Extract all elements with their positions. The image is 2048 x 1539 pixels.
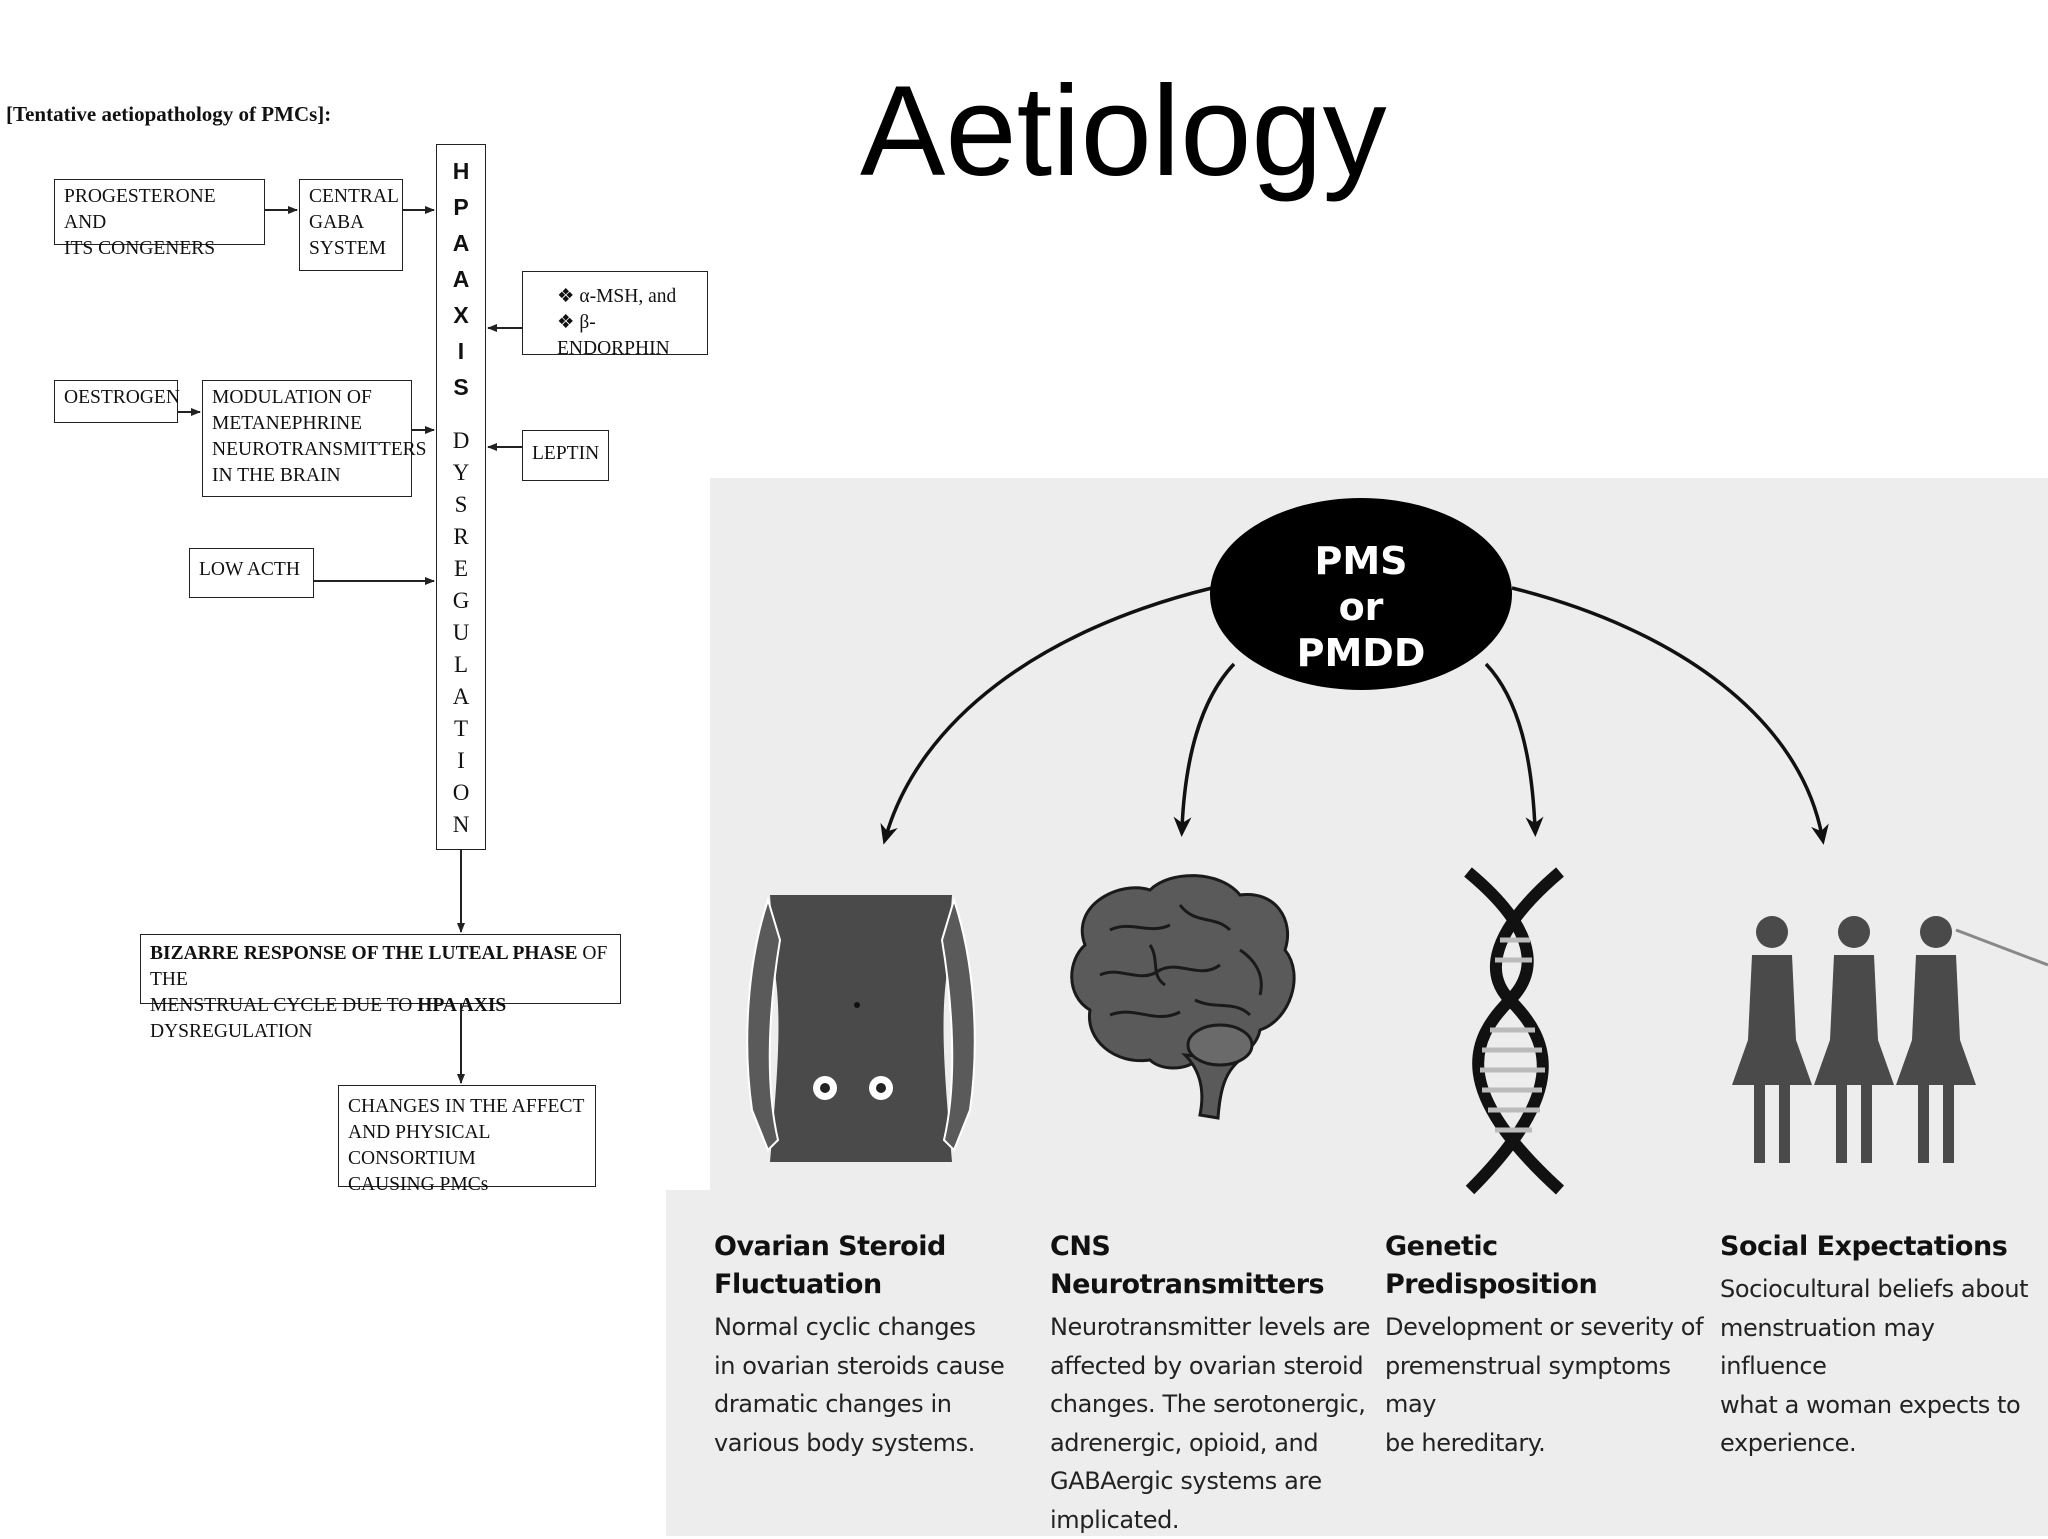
low-acth-box: LOW ACTH: [189, 548, 314, 598]
category-desc-line: Normal cyclic changes: [714, 1308, 1034, 1347]
category-desc-line: various body systems.: [714, 1424, 1034, 1463]
category-title: Social Expectations: [1720, 1228, 2040, 1266]
bizarre-bold-1: BIZARRE RESPONSE OF THE LUTEAL PHASE: [150, 943, 578, 964]
category-genetic-predisposition: Genetic Predisposition Development or se…: [1385, 1228, 1715, 1462]
category-description: Development or severity of premenstrual …: [1385, 1308, 1715, 1462]
oestrogen-box: OESTROGEN: [54, 380, 178, 423]
hpa-letter: I: [437, 333, 485, 369]
bizarre-text-3: DYSREGULATION: [150, 1021, 313, 1042]
hpa-letter: P: [437, 189, 485, 225]
slide-title: Aetiology: [860, 62, 1387, 202]
category-title: CNS Neurotransmitters: [1050, 1228, 1380, 1304]
hpa-axis-label: H P A A X I S: [437, 153, 485, 405]
category-social-expectations: Social Expectations Sociocultural belief…: [1720, 1228, 2040, 1463]
category-desc-line: what a woman expects to: [1720, 1386, 2040, 1425]
category-title-line: Social Expectations: [1720, 1228, 2040, 1266]
category-desc-line: in ovarian steroids cause: [714, 1347, 1034, 1386]
hpa-letter: H: [437, 153, 485, 189]
hpa-letter: A: [437, 681, 485, 713]
category-desc-line: premenstrual symptoms may: [1385, 1347, 1715, 1424]
bizarre-text-2: MENSTRUAL CYCLE DUE TO: [150, 995, 417, 1016]
hpa-letter: S: [437, 489, 485, 521]
hpa-letter: O: [437, 777, 485, 809]
pmdd-label: PMDD: [1210, 630, 1512, 676]
hpa-letter: A: [437, 225, 485, 261]
category-description: Normal cyclic changes in ovarian steroid…: [714, 1308, 1034, 1462]
hpa-letter: D: [437, 425, 485, 457]
hpa-letter: Y: [437, 457, 485, 489]
hpa-letter: T: [437, 713, 485, 745]
category-desc-line: implicated.: [1050, 1501, 1380, 1539]
category-desc-line: Sociocultural beliefs about: [1720, 1270, 2040, 1309]
hpa-letter: E: [437, 553, 485, 585]
category-cns-neurotransmitters: CNS Neurotransmitters Neurotransmitter l…: [1050, 1228, 1380, 1539]
hpa-letter: S: [437, 369, 485, 405]
hpa-axis-dysregulation-box: H P A A X I S D Y S R E G U L A T I O N: [436, 144, 486, 850]
pms-label: PMS: [1210, 538, 1512, 584]
hpa-letter: U: [437, 617, 485, 649]
hpa-letter: N: [437, 809, 485, 841]
hpa-letter: I: [437, 745, 485, 777]
category-desc-line: adrenergic, opioid, and: [1050, 1424, 1380, 1463]
progesterone-box: PROGESTERONE AND ITS CONGENERS: [54, 179, 265, 245]
category-title-line: Fluctuation: [714, 1266, 1034, 1304]
category-desc-line: Neurotransmitter levels are: [1050, 1308, 1380, 1347]
category-ovarian-steroid: Ovarian Steroid Fluctuation Normal cycli…: [714, 1228, 1034, 1462]
category-desc-line: affected by ovarian steroid: [1050, 1347, 1380, 1386]
category-title: Ovarian Steroid Fluctuation: [714, 1228, 1034, 1304]
leptin-box: LEPTIN: [522, 430, 609, 481]
changes-box: CHANGES IN THE AFFECT AND PHYSICAL CONSO…: [338, 1085, 596, 1187]
category-title: Genetic Predisposition: [1385, 1228, 1715, 1304]
hpa-letter: R: [437, 521, 485, 553]
category-desc-line: experience.: [1720, 1424, 2040, 1463]
hpa-letter: A: [437, 261, 485, 297]
bizarre-response-box: BIZARRE RESPONSE OF THE LUTEAL PHASE OF …: [140, 934, 621, 1004]
gaba-box: CENTRAL GABA SYSTEM: [299, 179, 403, 271]
hpa-letter: L: [437, 649, 485, 681]
category-desc-line: changes. The serotonergic,: [1050, 1385, 1380, 1424]
or-label: or: [1210, 584, 1512, 630]
category-desc-line: dramatic changes in: [714, 1385, 1034, 1424]
category-desc-line: menstruation may influence: [1720, 1309, 2040, 1386]
category-description: Sociocultural beliefs about menstruation…: [1720, 1270, 2040, 1463]
hpa-letter: G: [437, 585, 485, 617]
category-title-line: CNS Neurotransmitters: [1050, 1228, 1380, 1304]
category-title-line: Genetic Predisposition: [1385, 1228, 1715, 1304]
category-desc-line: GABAergic systems are: [1050, 1462, 1380, 1501]
category-description: Neurotransmitter levels are affected by …: [1050, 1308, 1380, 1539]
bizarre-bold-2: HPA AXIS: [417, 995, 506, 1016]
hpa-letter: X: [437, 297, 485, 333]
flowchart-heading: [Tentative aetiopathology of PMCs]:: [6, 102, 331, 127]
category-desc-line: Development or severity of: [1385, 1308, 1715, 1347]
modulation-box: MODULATION OF METANEPHRINE NEUROTRANSMIT…: [202, 380, 412, 497]
dysregulation-label: D Y S R E G U L A T I O N: [437, 425, 485, 841]
category-desc-line: be hereditary.: [1385, 1424, 1715, 1463]
category-title-line: Ovarian Steroid: [714, 1228, 1034, 1266]
msh-endorphin-box: ❖ α-MSH, and ❖ β-ENDORPHIN: [522, 271, 708, 355]
pms-pmdd-node: PMS or PMDD: [1210, 498, 1512, 690]
